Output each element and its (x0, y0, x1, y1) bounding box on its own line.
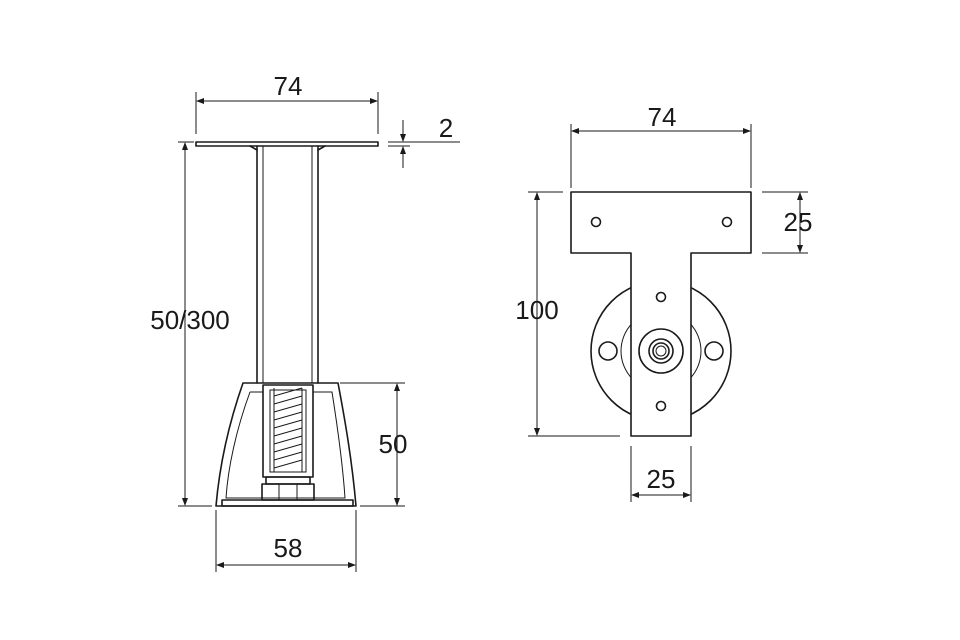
side-dim-height: 50/300 (150, 141, 230, 507)
front-dim-top-height-label: 25 (784, 207, 813, 237)
side-dim-base-width-label: 58 (274, 533, 303, 563)
front-hole-right (721, 216, 733, 228)
front-dim-stem-width: 25 (630, 446, 692, 502)
side-dim-height-label: 50/300 (150, 305, 230, 335)
front-dim-top-height: 25 (762, 191, 813, 254)
front-dim-top-width-label: 74 (648, 102, 677, 132)
side-dim-base-width: 58 (215, 510, 357, 572)
side-dim-top-width: 74 (195, 71, 379, 134)
front-t-bracket (570, 191, 752, 437)
side-view: 74 2 50/300 50 58 (150, 71, 460, 572)
side-dim-base-height-label: 50 (379, 429, 408, 459)
side-dim-top-width-label: 74 (274, 71, 303, 101)
front-dim-top-width: 74 (570, 102, 752, 188)
side-top-plate (195, 141, 379, 147)
front-dim-height: 100 (515, 191, 620, 437)
front-hole-upper (655, 291, 667, 303)
side-dim-plate-thickness-label: 2 (439, 113, 453, 143)
front-dim-stem-width-label: 25 (647, 464, 676, 494)
front-center-bolt (638, 328, 684, 374)
side-dim-base-height: 50 (340, 382, 408, 507)
front-hole-left (590, 216, 602, 228)
side-tube (249, 145, 326, 384)
side-threaded-spindle (261, 384, 315, 501)
front-dim-height-label: 100 (515, 295, 558, 325)
side-dim-plate-thickness: 2 (388, 113, 460, 168)
front-view: 74 25 100 25 (515, 102, 812, 502)
front-hole-lower (655, 400, 667, 412)
